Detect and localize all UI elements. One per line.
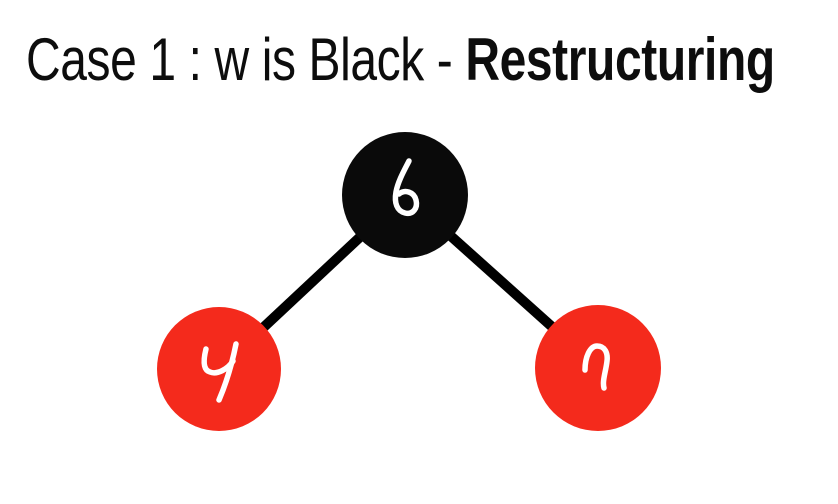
node-circle-6 xyxy=(342,132,468,258)
title-text: Case 1 : w is Black - xyxy=(26,26,466,93)
node-label-7 xyxy=(582,343,610,391)
tree-node-6 xyxy=(342,132,468,258)
node-circle-7 xyxy=(535,305,661,431)
node-circle-4 xyxy=(157,307,281,431)
title-emphasis: Restructuring xyxy=(465,26,775,93)
node-label-4 xyxy=(201,346,236,376)
node-label-4 xyxy=(216,341,239,403)
node-label-6 xyxy=(392,158,420,217)
tree-node-4 xyxy=(157,307,281,431)
page-title: Case 1 : w is Black - Restructuring xyxy=(26,26,775,94)
tree-node-7 xyxy=(535,305,661,431)
